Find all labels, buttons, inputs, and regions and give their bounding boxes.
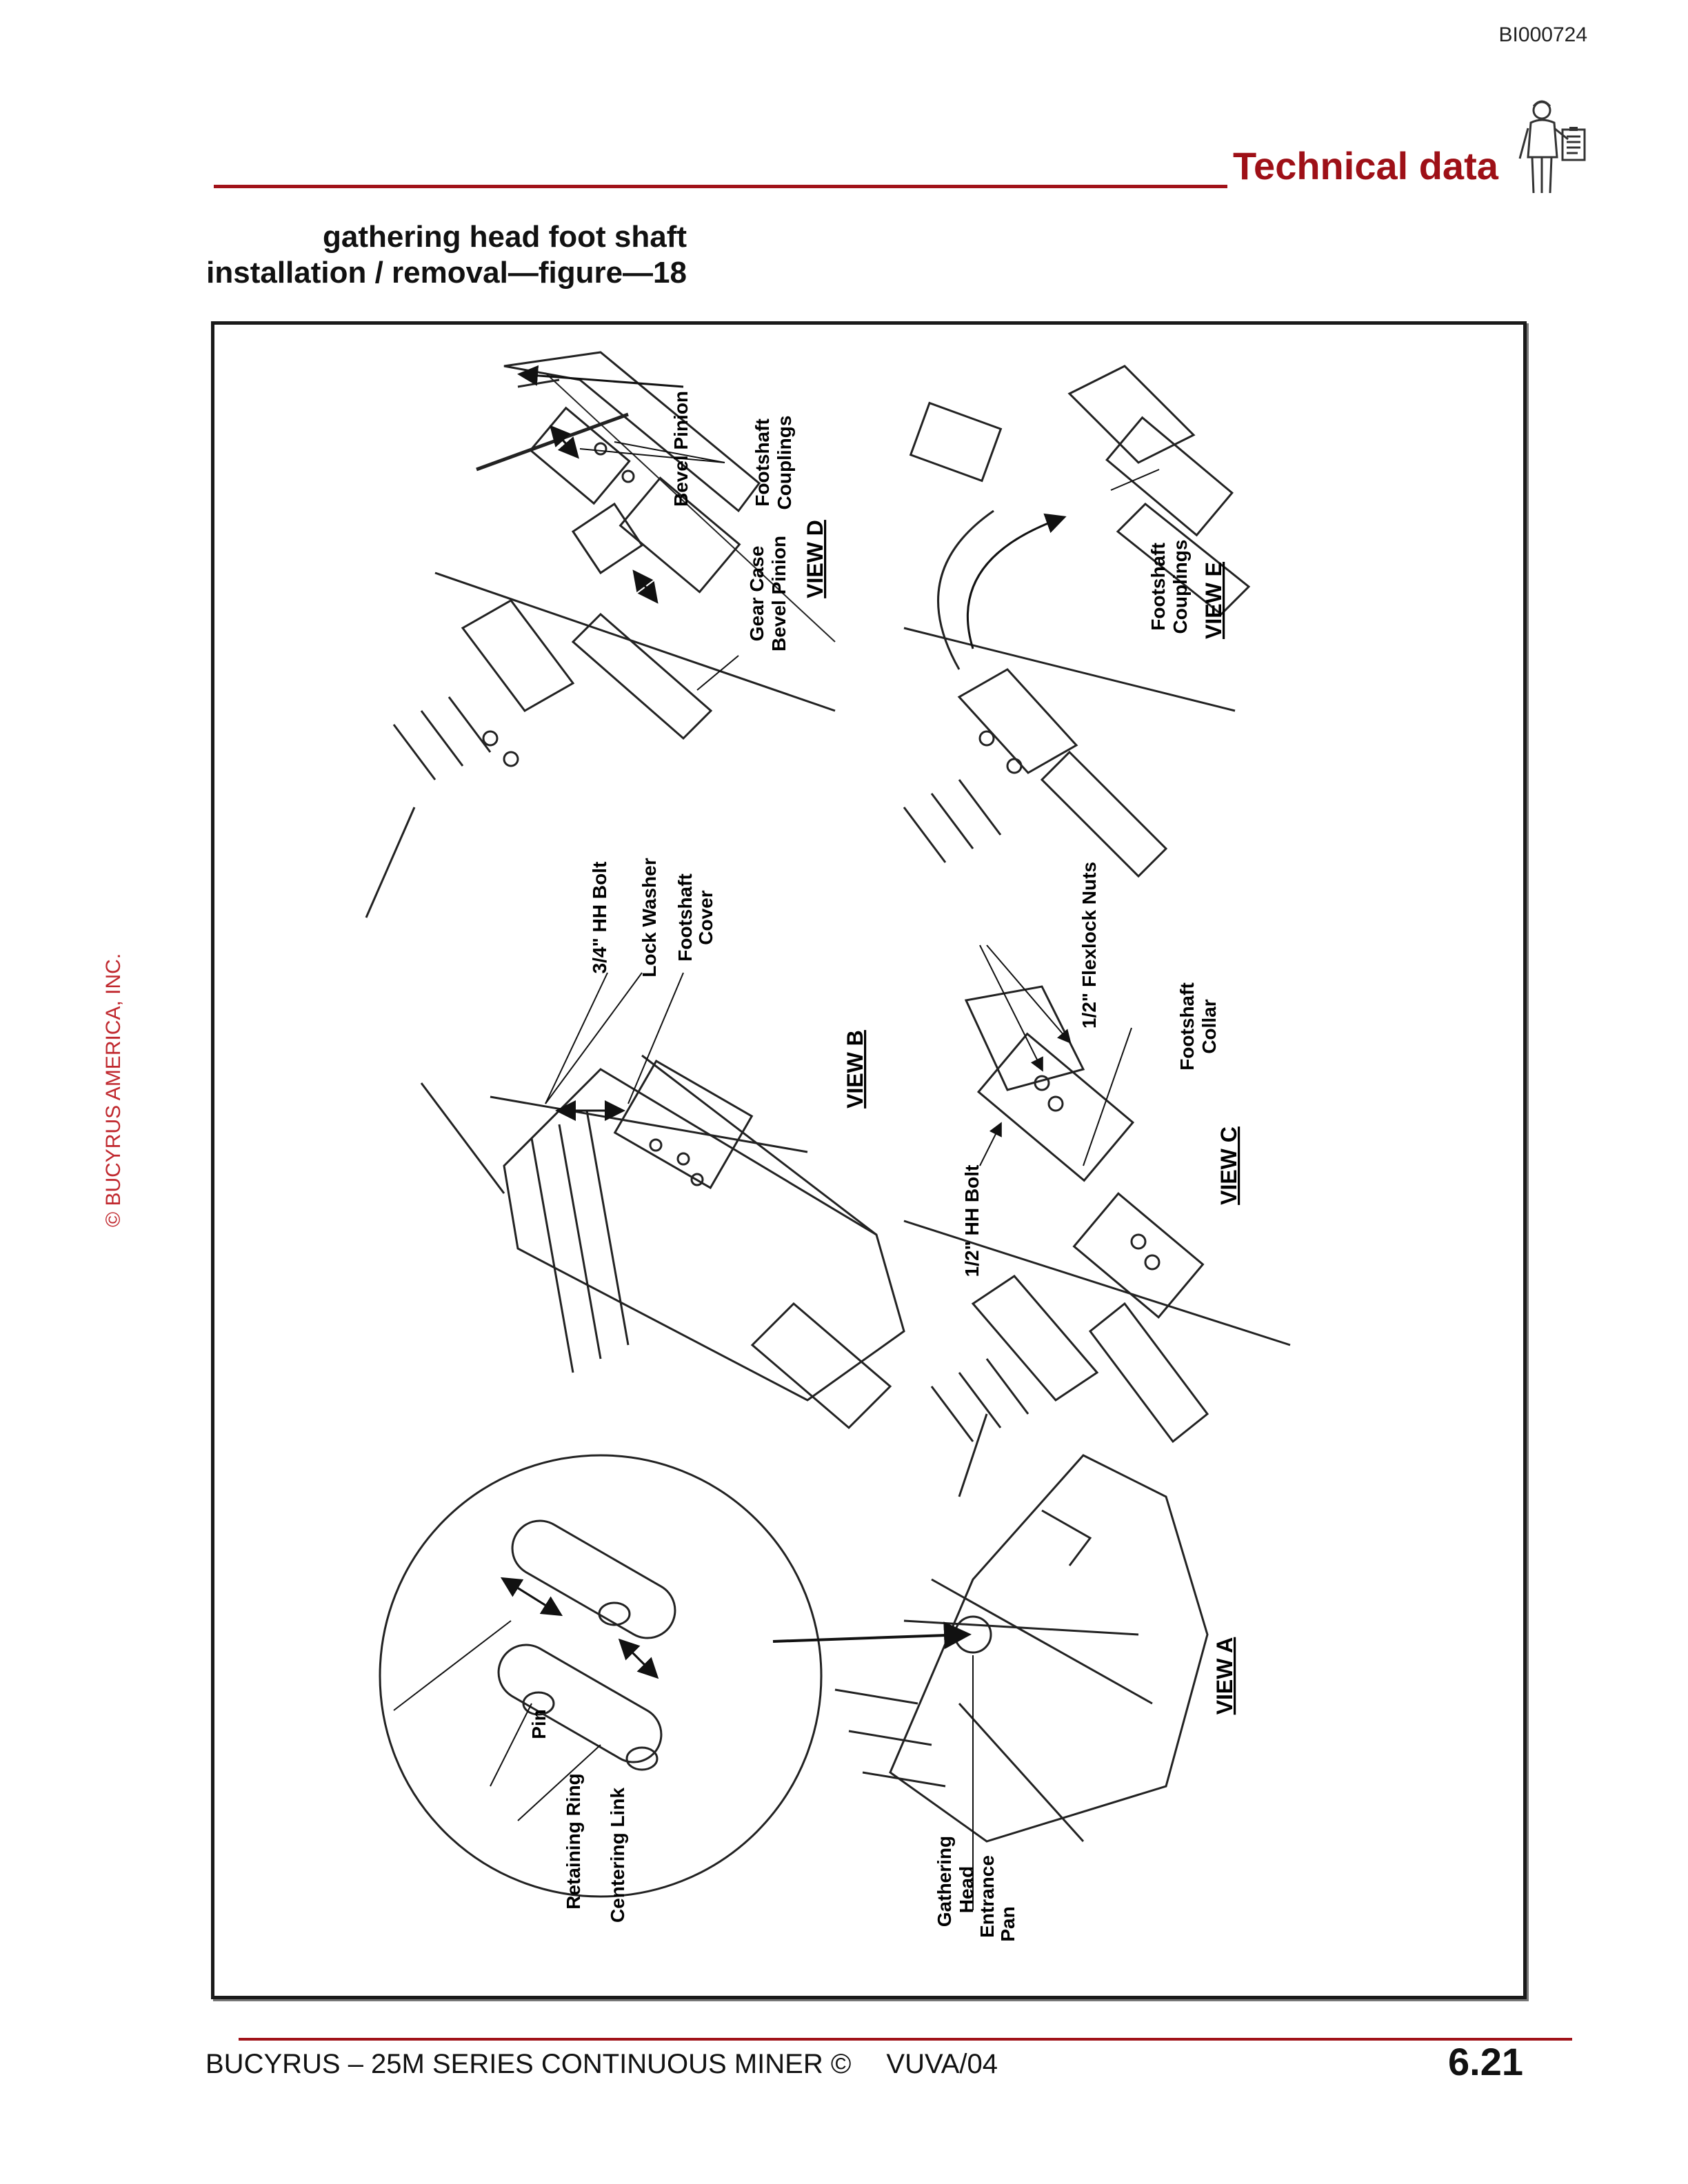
section-title: Technical data — [1233, 144, 1498, 188]
label-pin: Pin — [528, 1709, 550, 1739]
footer-code: VUVA/04 — [886, 2049, 998, 2079]
footer-title: BUCYRUS – 25M SERIES CONTINUOUS MINER © — [205, 2049, 852, 2079]
view-a-title: VIEW A — [1212, 1637, 1237, 1715]
view-e-drawing — [903, 365, 1251, 878]
label-gear-case-2: Bevel Pinion — [768, 536, 790, 651]
view-c-title: VIEW C — [1216, 1126, 1241, 1205]
page-number: 6.21 — [1448, 2040, 1523, 2083]
copyright-notice: © BUCYRUS AMERICA, INC. — [102, 953, 125, 1227]
footer-rule — [239, 2038, 1572, 2041]
label-entrance-pan-3: Entrance — [976, 1855, 998, 1938]
label-footshaft-collar-1: Footshaft — [1176, 982, 1198, 1071]
label-bevel-pinion: Bevel Pinion — [670, 391, 692, 507]
label-entrance-pan-1: Gathering — [934, 1836, 955, 1927]
view-e-title: VIEW E — [1201, 562, 1226, 639]
label-hh-bolt-34: 3/4" HH Bolt — [589, 862, 610, 974]
label-footshaft-collar-2: Collar — [1198, 999, 1220, 1053]
figure-title-line1: gathering head foot shaft — [323, 220, 687, 254]
label-footshaft-couplings-e-2: Couplings — [1169, 540, 1191, 634]
figure-panel: Bevel Pinion Footshaft Couplings Gear Ca… — [211, 321, 1527, 1999]
figure-title-line2: installation / removal—figure—18 — [206, 256, 687, 290]
view-c-drawing — [903, 985, 1291, 1497]
label-footshaft-cover-2: Cover — [695, 890, 716, 944]
label-gear-case-1: Gear Case — [746, 546, 767, 642]
label-hh-bolt-12: 1/2" HH Bolt — [961, 1165, 983, 1277]
label-footshaft-couplings-d-1: Footshaft — [752, 418, 773, 507]
technician-clipboard-icon — [1518, 100, 1586, 194]
view-b-drawing — [420, 1054, 905, 1430]
footer: BUCYRUS – 25M SERIES CONTINUOUS MINER © … — [205, 2049, 1025, 2080]
view-b-title: VIEW B — [843, 1030, 867, 1109]
label-footshaft-couplings-e-1: Footshaft — [1147, 543, 1169, 631]
label-retaining-ring: Retaining Ring — [563, 1773, 584, 1910]
label-entrance-pan-4: Pan — [997, 1906, 1018, 1941]
label-footshaft-couplings-d-2: Couplings — [774, 416, 795, 510]
figure-title: gathering head foot shaft installation /… — [206, 219, 687, 291]
label-lock-washer: Lock Washer — [639, 858, 660, 977]
figure-illustration: Bevel Pinion Footshaft Couplings Gear Ca… — [365, 351, 1291, 1942]
label-centering-link: Centering Link — [607, 1788, 628, 1923]
label-footshaft-cover-1: Footshaft — [674, 873, 696, 962]
label-entrance-pan-2: Head — [956, 1866, 977, 1913]
header-rule — [214, 185, 1227, 188]
view-d-title: VIEW D — [803, 520, 827, 598]
label-flexlock-nuts: 1/2" Flexlock Nuts — [1078, 862, 1100, 1029]
view-a-drawing — [379, 1454, 1209, 1898]
document-id: BI000724 — [1498, 23, 1587, 46]
